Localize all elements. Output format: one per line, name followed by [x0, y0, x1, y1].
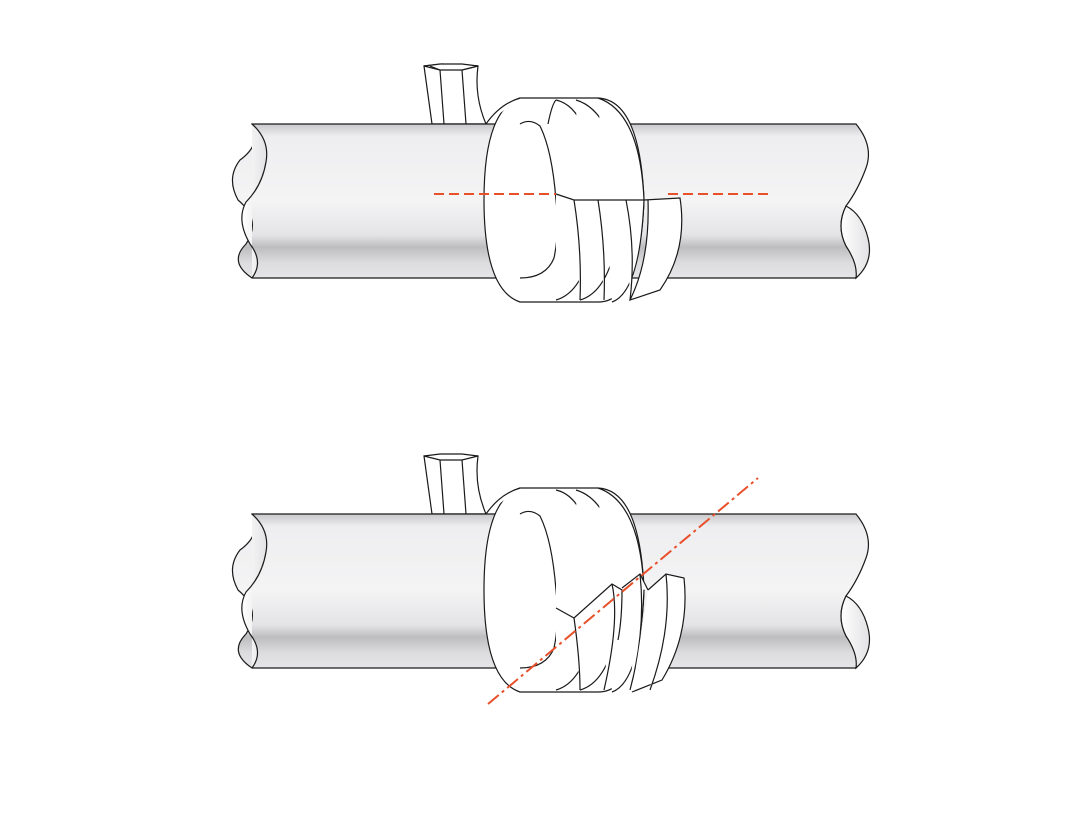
- pipe-left-bottom: [231, 513, 557, 669]
- cut-line-bottom: [487, 477, 759, 705]
- figure-top-horizontal-cut: [231, 63, 871, 303]
- coil-body-top: [483, 97, 683, 303]
- figure-bottom-diagonal-cut: [231, 453, 871, 705]
- coil-body-bottom: [483, 487, 686, 693]
- coil-tail-bottom: [423, 453, 487, 515]
- coil-tail-top: [423, 63, 487, 125]
- pipe-right-top: [619, 123, 871, 280]
- pipe-left-top: [231, 123, 557, 279]
